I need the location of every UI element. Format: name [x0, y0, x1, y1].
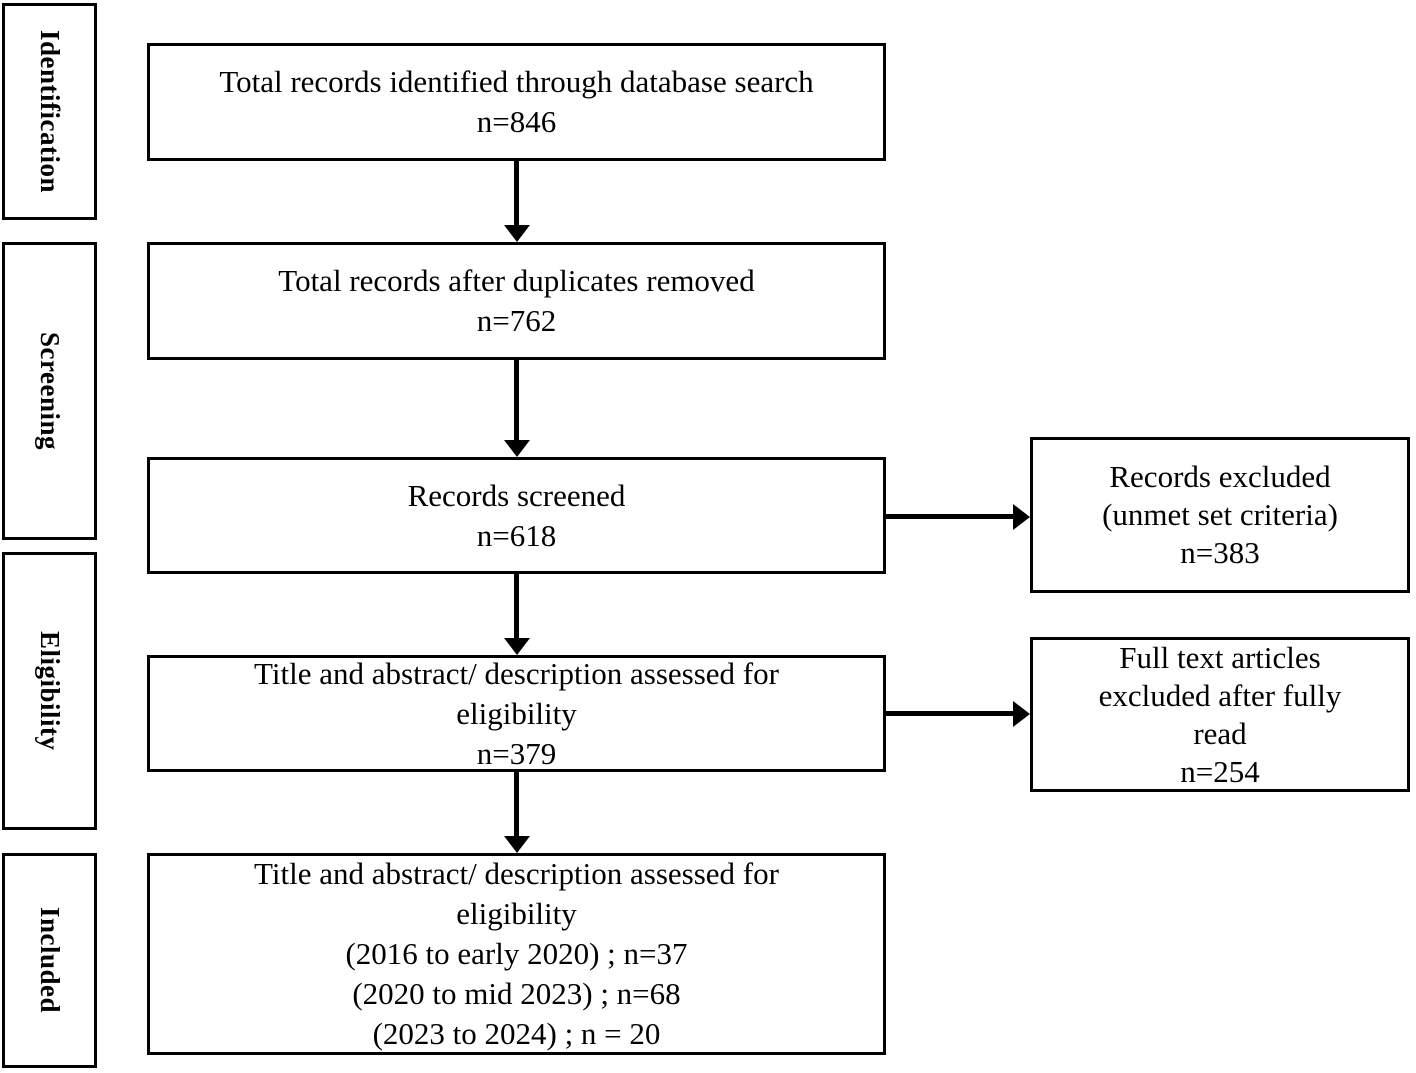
stage-box-screening: Screening: [2, 242, 97, 540]
box-included-studies: Title and abstract/ description assessed…: [147, 853, 886, 1055]
assessed-count: n=379: [476, 735, 557, 771]
arrow-line: [514, 770, 519, 837]
stage-box-eligibility: Eligibility: [2, 552, 97, 830]
box-duplicates-removed: Total records after duplicates removed n…: [147, 242, 886, 360]
included-title-line1: Title and abstract/ description assessed…: [254, 856, 779, 891]
stage-label-included: Included: [35, 907, 65, 1014]
box-records-excluded: Records excluded (unmet set criteria) n=…: [1030, 437, 1410, 593]
arrow-down-icon: [504, 836, 530, 853]
records-excluded-title: Records excluded: [1109, 459, 1331, 494]
arrow-line: [514, 572, 519, 639]
assessed-title-line2: eligibility: [456, 695, 577, 731]
fulltext-excluded-count: n=254: [1180, 753, 1260, 789]
stage-label-screening: Screening: [35, 332, 65, 450]
stage-box-included: Included: [2, 853, 97, 1068]
fulltext-excluded-line1: Full text articles: [1119, 639, 1321, 675]
arrow-line: [884, 711, 1014, 716]
included-title-line2: eligibility: [456, 896, 577, 931]
box-records-identified: Total records identified through databas…: [147, 43, 886, 161]
arrow-down-icon: [504, 440, 530, 457]
records-excluded-count: n=383: [1180, 535, 1260, 570]
box-records-screened: Records screened n=618: [147, 457, 886, 574]
included-cohort-2020-2023: (2020 to mid 2023) ; n=68: [352, 976, 681, 1011]
stage-label-eligibility: Eligibility: [35, 631, 65, 751]
included-cohort-2016-2020: (2016 to early 2020) ; n=37: [345, 936, 688, 971]
arrow-right-icon: [1013, 701, 1030, 727]
records-excluded-reason: (unmet set criteria): [1102, 497, 1338, 532]
box-fulltext-excluded: Full text articles excluded after fully …: [1030, 637, 1410, 792]
arrow-down-icon: [504, 225, 530, 242]
included-cohort-2023-2024: (2023 to 2024) ; n = 20: [372, 1016, 661, 1051]
arrow-line: [514, 161, 519, 227]
arrow-down-icon: [504, 638, 530, 655]
arrow-line: [884, 514, 1014, 519]
assessed-title-line1: Title and abstract/ description assessed…: [254, 655, 779, 691]
arrow-line: [514, 358, 519, 441]
fulltext-excluded-line3: read: [1193, 715, 1247, 751]
arrow-right-icon: [1013, 504, 1030, 530]
records-screened-title: Records screened: [407, 477, 626, 513]
duplicates-removed-count: n=762: [476, 303, 557, 338]
records-identified-count: n=846: [476, 104, 557, 139]
stage-box-identification: Identification: [2, 3, 97, 220]
records-screened-count: n=618: [476, 517, 557, 553]
duplicates-removed-title: Total records after duplicates removed: [278, 263, 755, 298]
stage-label-identification: Identification: [35, 29, 65, 193]
fulltext-excluded-line2: excluded after fully: [1098, 677, 1342, 713]
records-identified-title: Total records identified through databas…: [219, 64, 814, 99]
box-assessed-eligibility: Title and abstract/ description assessed…: [147, 655, 886, 772]
